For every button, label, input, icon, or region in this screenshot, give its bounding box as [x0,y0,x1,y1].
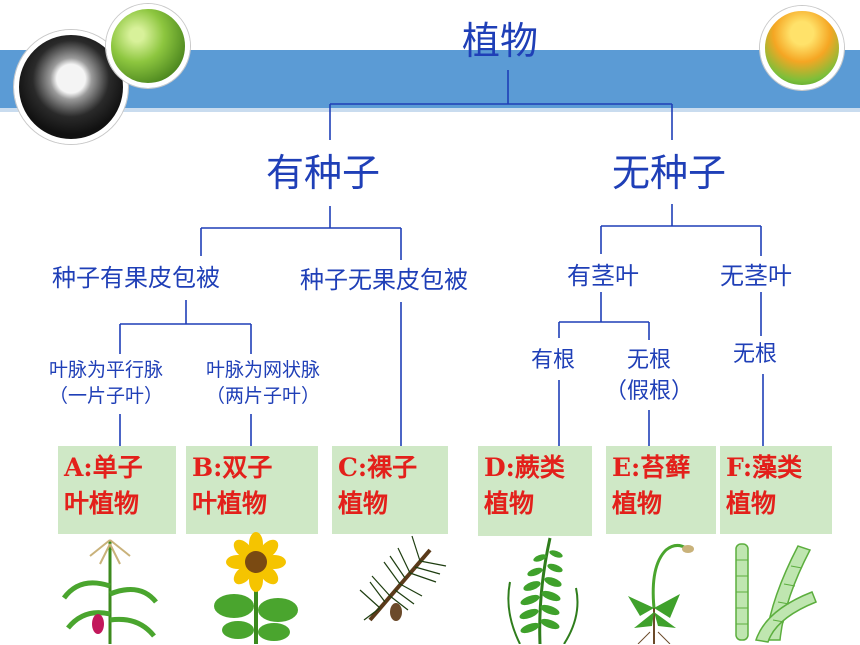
category-f-line2: 植物 [726,489,777,519]
parallel-veins-line2: （一片子叶） [48,384,163,407]
corn-icon [61,539,158,644]
sunflower-icon [214,532,298,644]
leaf-drop-icon [106,4,190,88]
category-f-line1: F:藻类 [726,453,803,482]
net-veins-line2: （两片子叶） [205,384,320,407]
has-root-label: 有根 [531,348,576,373]
moss-icon [628,543,694,644]
category-c-line2: 植物 [338,489,389,519]
category-d-line1: D:蕨类 [484,453,565,482]
seed-without-pericarp-label: 种子无果皮包被 [300,266,468,294]
algae-icon [735,543,817,643]
no-root-algae-label: 无根 [733,342,778,367]
parallel-veins-line1: 叶脉为平行脉 [48,359,163,381]
category-e-line1: E:苔藓 [612,453,691,482]
header-band-shadow [0,108,860,112]
net-veins-label: 叶脉为网状脉 （两片子叶） [188,358,338,409]
category-b-line2: 叶植物 [192,489,268,519]
seed-with-pericarp-label: 种子有果皮包被 [52,264,220,292]
net-veins-line1: 叶脉为网状脉 [205,359,320,381]
category-a-line2: 叶植物 [64,489,140,519]
without-seeds-label: 无种子 [612,151,727,195]
category-a-box: A:单子 叶植物 [58,446,176,534]
with-stem-leaf-label: 有茎叶 [567,262,639,290]
parallel-veins-label: 叶脉为平行脉 （一片子叶） [31,358,181,409]
category-e-box: E:苔藓 植物 [606,446,716,534]
pine-icon [359,535,447,622]
category-c-line1: C:裸子 [338,453,418,482]
no-root-line2: （假根） [604,378,693,404]
category-e-line2: 植物 [612,489,663,519]
category-c-box: C:裸子 植物 [332,446,448,534]
category-f-box: F:藻类 植物 [720,446,832,534]
no-root-rhizoid-label: 无根 （假根） [604,346,694,408]
fern-icon [507,537,579,644]
with-seeds-label: 有种子 [266,151,381,195]
root-label: 植物 [462,19,539,63]
category-d-line2: 植物 [484,489,535,519]
without-stem-leaf-label: 无茎叶 [720,262,792,290]
category-b-box: B:双子 叶植物 [186,446,318,534]
category-b-line1: B:双子 [192,453,273,482]
category-d-box: D:蕨类 植物 [478,446,592,536]
no-root-line1: 无根 [626,348,671,373]
flower-icon [760,6,844,90]
category-a-line1: A:单子 [64,453,143,482]
